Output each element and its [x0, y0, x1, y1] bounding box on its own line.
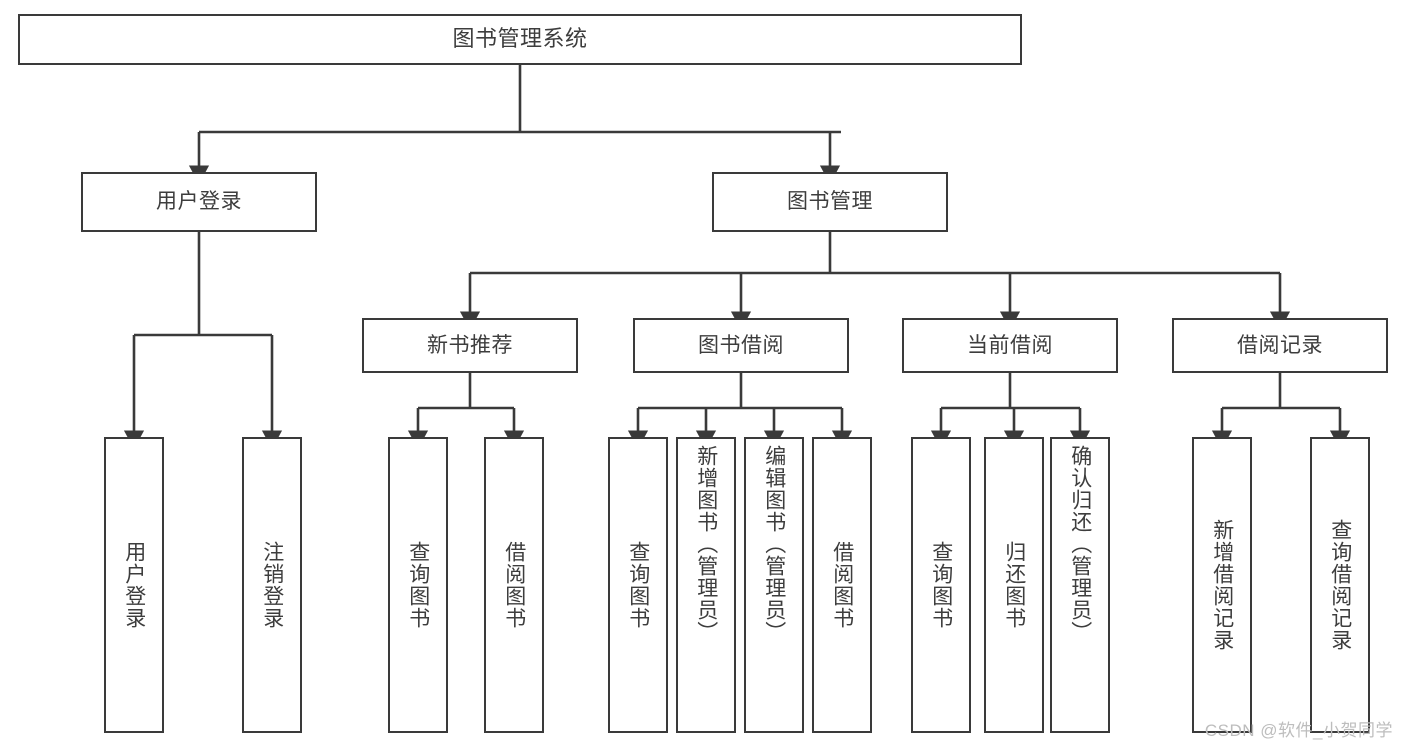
node-current-borrow-label: 当前借阅	[967, 333, 1053, 357]
node-leaf-user-login[interactable]: 用户登录	[104, 437, 164, 733]
node-leaf-query-book-recommend[interactable]: 查询图书	[388, 437, 448, 733]
node-leaf-edit-book-label: 编辑图书（管理员）	[762, 445, 786, 643]
node-borrow-record-label: 借阅记录	[1237, 333, 1323, 357]
node-leaf-return-book-label: 归还图书	[1002, 541, 1026, 629]
node-root-label: 图书管理系统	[452, 26, 588, 52]
node-book-borrow-label: 图书借阅	[698, 333, 784, 357]
node-root[interactable]: 图书管理系统	[18, 14, 1022, 65]
csdn-watermark: CSDN @软件_小贺同学	[1204, 721, 1393, 740]
node-book-manage-label: 图书管理	[787, 190, 873, 214]
node-leaf-borrow-book-recommend[interactable]: 借阅图书	[484, 437, 544, 733]
node-leaf-edit-book[interactable]: 编辑图书（管理员）	[744, 437, 804, 733]
node-leaf-query-borrow-record-label: 查询借阅记录	[1328, 519, 1352, 651]
node-leaf-query-book-current[interactable]: 查询图书	[911, 437, 971, 733]
node-user-login-label: 用户登录	[156, 190, 242, 214]
node-leaf-borrow-book-label: 借阅图书	[830, 541, 854, 629]
node-book-borrow[interactable]: 图书借阅	[633, 318, 849, 373]
node-book-manage[interactable]: 图书管理	[712, 172, 948, 232]
node-new-book-recommend-label: 新书推荐	[427, 333, 513, 357]
node-current-borrow[interactable]: 当前借阅	[902, 318, 1118, 373]
node-leaf-query-book-recommend-label: 查询图书	[406, 541, 430, 629]
node-leaf-return-book[interactable]: 归还图书	[984, 437, 1044, 733]
node-leaf-add-borrow-record[interactable]: 新增借阅记录	[1192, 437, 1252, 733]
node-leaf-logout[interactable]: 注销登录	[242, 437, 302, 733]
node-leaf-borrow-book-recommend-label: 借阅图书	[502, 541, 526, 629]
node-leaf-add-book-label: 新增图书（管理员）	[694, 445, 718, 643]
node-leaf-confirm-return-label: 确认归还（管理员）	[1068, 445, 1092, 643]
node-leaf-borrow-book[interactable]: 借阅图书	[812, 437, 872, 733]
node-new-book-recommend[interactable]: 新书推荐	[362, 318, 578, 373]
node-leaf-query-book[interactable]: 查询图书	[608, 437, 668, 733]
node-leaf-user-login-label: 用户登录	[122, 541, 146, 629]
node-leaf-confirm-return[interactable]: 确认归还（管理员）	[1050, 437, 1110, 733]
node-leaf-query-borrow-record[interactable]: 查询借阅记录	[1310, 437, 1370, 733]
node-leaf-logout-label: 注销登录	[260, 541, 284, 629]
node-leaf-add-borrow-record-label: 新增借阅记录	[1210, 519, 1234, 651]
node-borrow-record[interactable]: 借阅记录	[1172, 318, 1388, 373]
node-leaf-query-book-label: 查询图书	[626, 541, 650, 629]
node-leaf-add-book[interactable]: 新增图书（管理员）	[676, 437, 736, 733]
node-user-login[interactable]: 用户登录	[81, 172, 317, 232]
node-leaf-query-book-current-label: 查询图书	[929, 541, 953, 629]
